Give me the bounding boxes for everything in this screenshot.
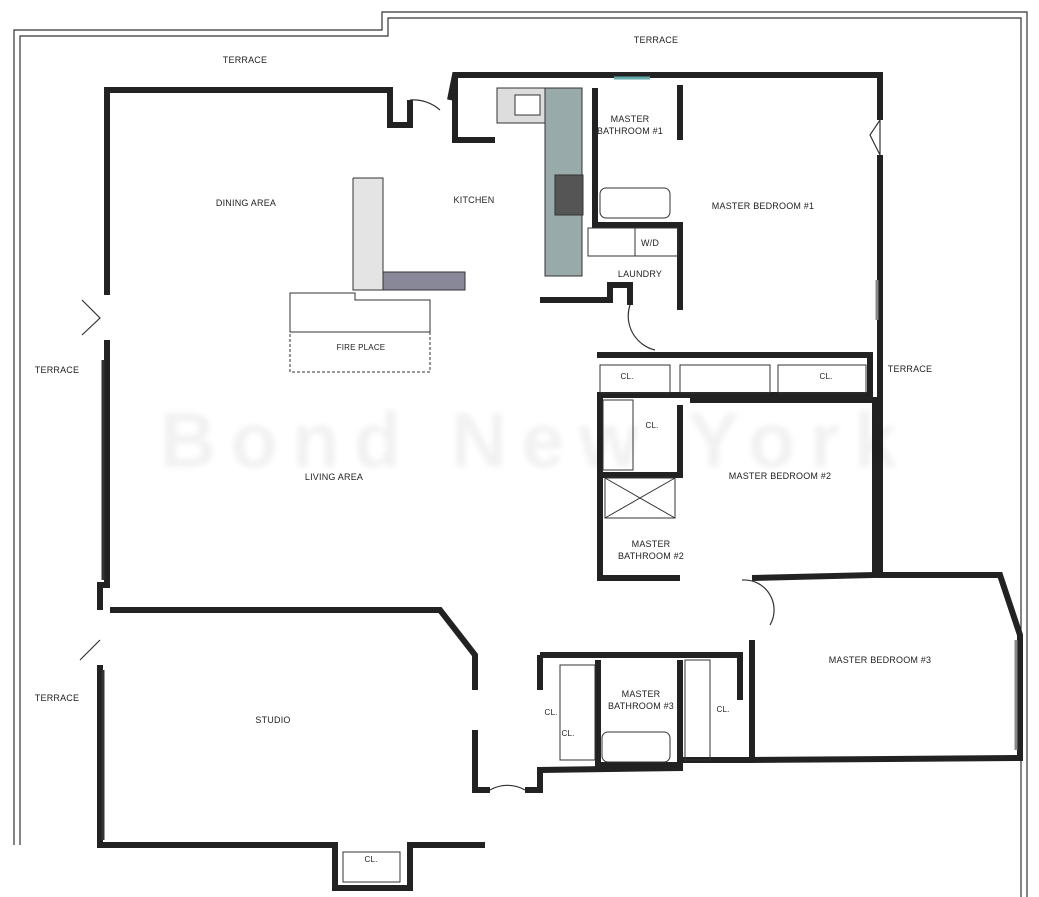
fireplace <box>289 292 431 373</box>
exterior-walls <box>97 72 1023 891</box>
label-dining-area: DINING AREA <box>215 198 277 208</box>
label-kitchen: KITCHEN <box>453 195 495 205</box>
label-closet: CL. <box>645 421 659 430</box>
interior-walls <box>110 85 878 793</box>
label-closet: CL. <box>620 372 634 381</box>
terrace-border <box>13 11 1028 897</box>
label-master-bedroom-2: MASTER BEDROOM #2 <box>728 471 832 481</box>
label-master-bathroom-1: MASTER BATHROOM #1 <box>596 114 664 136</box>
label-master-bathroom-3: MASTER BATHROOM #3 <box>607 689 675 711</box>
label-closet: CL. <box>716 705 730 714</box>
label-master-bedroom-3: MASTER BEDROOM #3 <box>828 655 932 665</box>
label-closet: CL. <box>819 372 833 381</box>
closets <box>342 364 867 883</box>
label-closet: CL. <box>561 729 575 738</box>
bathtubs <box>599 187 676 763</box>
label-master-bathroom-2: MASTER BATHROOM #2 <box>617 539 685 561</box>
label-closet: CL. <box>544 708 558 717</box>
watermark: Bond New York <box>160 396 912 484</box>
label-master-bedroom-1: MASTER BEDROOM #1 <box>711 201 815 211</box>
label-fireplace: FIRE PLACE <box>336 343 386 352</box>
label-terrace: TERRACE <box>222 55 268 65</box>
label-terrace: TERRACE <box>633 35 679 45</box>
label-terrace: TERRACE <box>34 693 80 703</box>
windows <box>101 76 1018 840</box>
label-terrace: TERRACE <box>887 364 933 374</box>
label-terrace: TERRACE <box>34 365 80 375</box>
label-living-area: LIVING AREA <box>304 472 364 482</box>
label-wd: W/D <box>640 238 660 248</box>
label-closet: CL. <box>364 855 378 864</box>
label-laundry: LAUNDRY <box>617 269 663 279</box>
doors <box>79 99 881 791</box>
island <box>352 177 466 291</box>
label-studio: STUDIO <box>255 715 291 725</box>
laundry-wd <box>587 227 679 257</box>
kitchen-counter <box>496 87 584 277</box>
